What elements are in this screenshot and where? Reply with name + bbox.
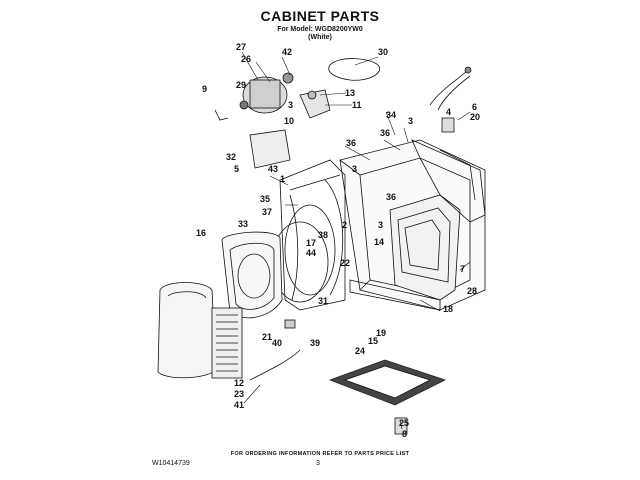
callout-label: 36 xyxy=(346,138,356,148)
callout-label: 38 xyxy=(318,230,328,240)
front-frame xyxy=(279,159,346,311)
harness-23 xyxy=(249,349,301,381)
callout-label: 5 xyxy=(234,164,239,174)
callout-label: 42 xyxy=(282,47,292,57)
callout-label: 17 xyxy=(306,238,316,248)
callout-label: 3 xyxy=(408,116,413,126)
callout-label: 8 xyxy=(402,429,407,439)
callout-label: 39 xyxy=(310,338,320,348)
model-line: For Model: WGD8200YW0 xyxy=(277,26,363,33)
callout-label: 14 xyxy=(374,237,384,247)
callout-label: 18 xyxy=(443,304,453,314)
leader-lines xyxy=(241,51,471,430)
callout-label: 25 xyxy=(399,418,409,428)
pedestal-base xyxy=(328,359,447,435)
callout-label: 30 xyxy=(378,47,388,57)
lint-grille xyxy=(211,307,243,379)
callout-label: 3 xyxy=(352,164,357,174)
callout-label: 10 xyxy=(284,116,294,126)
drive-belt xyxy=(328,58,381,81)
callout-label: 36 xyxy=(380,128,390,138)
callout-label: 24 xyxy=(355,346,365,356)
callout-label: 15 xyxy=(368,336,378,346)
callout-label: 3 xyxy=(378,220,383,230)
clip-9 xyxy=(214,109,229,121)
cabinet-body xyxy=(339,139,486,311)
callout-label: 44 xyxy=(306,248,316,258)
callout-label: 19 xyxy=(376,328,386,338)
callout-label: 29 xyxy=(236,80,246,90)
callout-label: 33 xyxy=(238,219,248,229)
callout-label: 28 xyxy=(467,286,477,296)
callout-label: 35 xyxy=(260,194,270,204)
callout-label: 31 xyxy=(318,296,328,306)
page-title: CABINET PARTS xyxy=(260,8,380,24)
callout-label: 34 xyxy=(386,110,396,120)
callout-label: 2 xyxy=(342,220,347,230)
callout-label: 7 xyxy=(460,264,465,274)
motor-assembly xyxy=(239,72,294,114)
color-line: (White) xyxy=(308,34,332,41)
door-latch-21 xyxy=(284,319,296,329)
callout-label: 11 xyxy=(352,100,362,110)
callout-label: 40 xyxy=(272,338,282,348)
callout-label: 32 xyxy=(226,152,236,162)
back-panel-bracket xyxy=(249,129,291,169)
callout-label: 4 xyxy=(446,107,451,117)
callout-label: 6 xyxy=(472,102,477,112)
small-bracket-4 xyxy=(441,117,455,133)
callout-label: 22 xyxy=(340,258,350,268)
callout-label: 23 xyxy=(234,389,244,399)
page-number: 3 xyxy=(316,460,320,467)
idler-bracket xyxy=(299,89,331,119)
callout-label: 41 xyxy=(234,400,244,410)
callout-label: 37 xyxy=(262,207,272,217)
callout-label: 9 xyxy=(202,84,207,94)
callout-label: 20 xyxy=(470,112,480,122)
callout-label: 36 xyxy=(386,192,396,202)
ordering-note: FOR ORDERING INFORMATION REFER TO PARTS … xyxy=(230,451,410,457)
door-panel xyxy=(157,282,217,379)
callout-label: 16 xyxy=(196,228,206,238)
gas-hose xyxy=(429,66,472,111)
callout-label: 43 xyxy=(268,164,278,174)
callout-label: 1 xyxy=(280,174,285,184)
callout-label: 13 xyxy=(345,88,355,98)
door-assembly xyxy=(221,231,283,319)
document-number: W10414739 xyxy=(152,460,190,467)
callout-label: 3 xyxy=(288,100,293,110)
callout-label: 27 xyxy=(236,42,246,52)
callout-label: 12 xyxy=(234,378,244,388)
callout-label: 21 xyxy=(262,332,272,342)
